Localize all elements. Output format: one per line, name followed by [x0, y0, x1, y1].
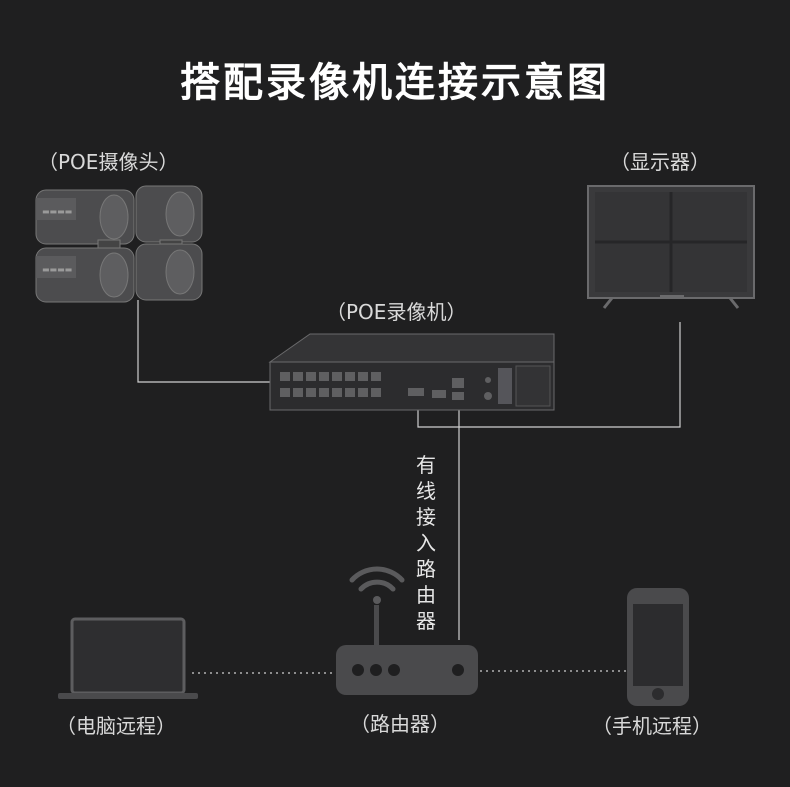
- phone-icon: [627, 588, 689, 706]
- svg-text:▬▬▬▬: ▬▬▬▬: [42, 207, 72, 216]
- camera-1: ▬▬▬▬: [35, 189, 135, 251]
- camera-label: （POE摄像头）: [38, 150, 179, 174]
- camera-4: [135, 243, 203, 301]
- router-label: （路由器）: [350, 712, 450, 736]
- wifi-signal-icon: [349, 566, 405, 604]
- camera-to-nvr-line: [137, 300, 300, 383]
- monitor-label: （显示器）: [610, 150, 710, 174]
- monitor-icon: [587, 185, 755, 309]
- wired-connection-label: 有线接入路由器: [416, 453, 436, 633]
- router-icon: [336, 605, 478, 695]
- laptop-icon: [58, 617, 198, 699]
- diagram-title: 搭配录像机连接示意图: [180, 60, 610, 106]
- phone-label: （手机远程）: [592, 714, 712, 738]
- connection-lines: [137, 300, 681, 674]
- camera-2: [135, 185, 203, 251]
- poe-camera-group: ▬▬▬▬ ▬▬▬▬: [35, 185, 203, 303]
- nvr-label: （POE录像机）: [326, 300, 467, 324]
- nvr-icon: [268, 333, 555, 411]
- nvr-to-monitor-line: [417, 322, 681, 428]
- pc-label: （电脑远程）: [56, 714, 176, 738]
- camera-3: ▬▬▬▬: [35, 247, 135, 303]
- svg-text:▬▬▬▬: ▬▬▬▬: [42, 265, 72, 274]
